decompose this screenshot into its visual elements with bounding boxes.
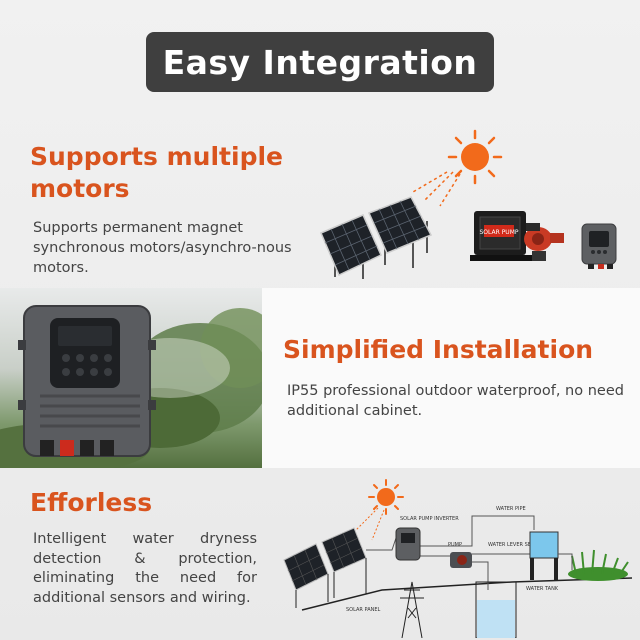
- page-title: Easy Integration: [162, 42, 478, 82]
- sun-rays-graphic: [412, 171, 461, 207]
- section-efforless-body: Intelligent water dryness detection & pr…: [33, 531, 257, 606]
- inverter-photo-graphic: [0, 305, 262, 468]
- diagram-sun-icon: [368, 479, 404, 515]
- inverter-outdoor-photo: [0, 288, 262, 468]
- sun-icon: [447, 129, 503, 185]
- pump-brand-text: SOLAR PUMP: [480, 229, 519, 236]
- system-diagram: SOLAR PANEL SOLAR PUMP INVERTER PUMP WAT…: [283, 479, 633, 638]
- section-efforless-heading: Efforless: [30, 488, 153, 517]
- label-solar-pump-inverter: SOLAR PUMP INVERTER: [400, 516, 459, 522]
- section-installation-body: IP55 professional outdoor waterproof, no…: [287, 383, 624, 419]
- label-pump: PUMP: [448, 542, 462, 548]
- section-motors-body: Supports permanent magnet synchronous mo…: [33, 220, 292, 276]
- label-water-pipe: WATER PIPE: [496, 506, 526, 512]
- label-water-level-sensor: WATER LEVER SENSOR: [488, 542, 546, 548]
- title-banner: Easy Integration: [146, 32, 494, 92]
- label-water-tank: WATER TANK: [526, 586, 559, 592]
- motor-pump-image: SOLAR PUMP: [470, 211, 564, 261]
- label-solar-panel: SOLAR PANEL: [346, 607, 381, 613]
- inverter-small-image: [581, 223, 617, 269]
- grass-graphic: [568, 549, 629, 581]
- section-motors-heading: Supports multiple motors: [30, 142, 283, 203]
- solar-panels-image: [320, 196, 433, 279]
- section-installation-heading: Simplified Installation: [283, 335, 594, 364]
- power-tower-icon: [400, 581, 424, 638]
